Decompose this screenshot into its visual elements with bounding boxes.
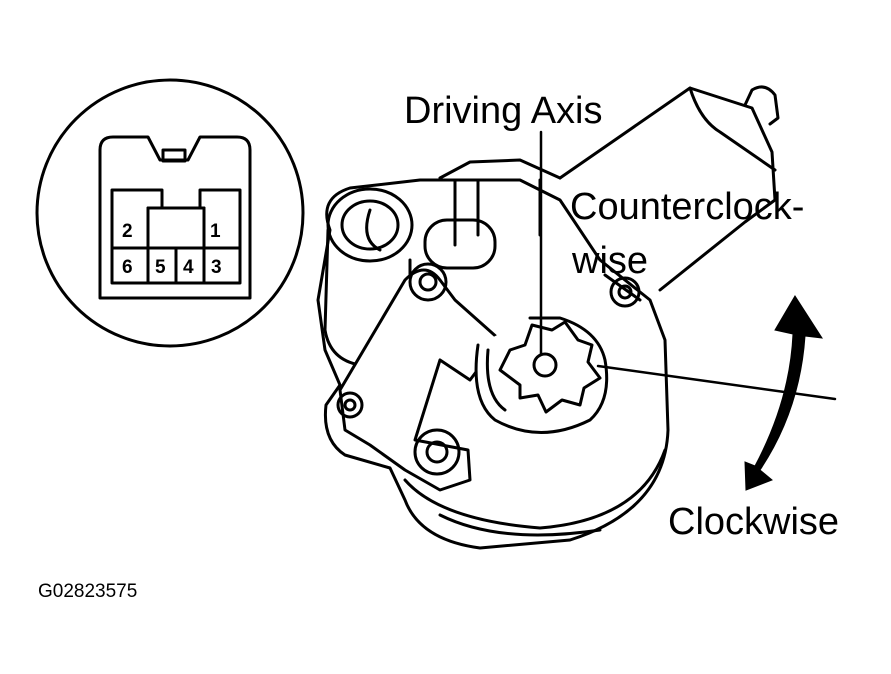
- connector-inset: [35, 78, 305, 348]
- driving-axis-label: Driving Axis: [404, 90, 603, 132]
- pin-5-label: 5: [155, 257, 166, 278]
- clockwise-label: Clockwise: [668, 501, 840, 543]
- counterclockwise-label-line1: Counterclock-: [570, 186, 805, 228]
- figure-code: G02823575: [38, 581, 138, 602]
- pin-3-label: 3: [211, 257, 222, 278]
- pin-4-label: 4: [183, 257, 194, 278]
- pin-1-label: 1: [210, 221, 221, 242]
- pin-2-label: 2: [122, 221, 133, 242]
- driving-gear: [474, 316, 609, 434]
- mounting-arm: [336, 262, 641, 492]
- pin-6-label: 6: [122, 257, 133, 278]
- rotation-arrow: [744, 295, 823, 491]
- counterclockwise-label-line2: wise: [572, 240, 649, 282]
